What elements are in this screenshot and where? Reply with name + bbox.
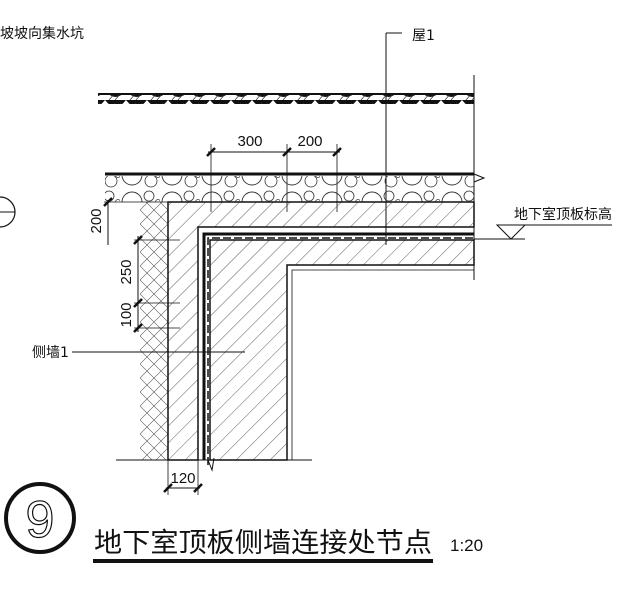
roof-label: 屋1	[412, 28, 435, 44]
dim-100: 100	[118, 302, 135, 327]
backfill-soil	[140, 202, 168, 460]
detail-title: 地下室顶板侧墙连接处节点	[94, 528, 432, 559]
slope-note: 坡坡向集水坑	[0, 25, 84, 42]
structural-concrete	[209, 239, 475, 461]
gravel-layer	[105, 172, 486, 202]
slab-elevation-label: 地下室顶板标高	[514, 206, 612, 223]
dim-300: 300	[237, 133, 262, 150]
bottom-dimension	[163, 460, 203, 495]
dim-120: 120	[170, 470, 195, 487]
elevation-marker	[474, 224, 612, 240]
detail-number: 9	[26, 491, 55, 549]
side-wall-label: 侧墙1	[32, 345, 69, 361]
left-dimension	[103, 197, 180, 333]
detail-scale: 1:20	[450, 536, 483, 555]
dim-200-left: 200	[88, 208, 105, 233]
dim-250: 250	[118, 259, 135, 284]
dim-200-top: 200	[297, 133, 322, 150]
waterproof-membrane	[202, 232, 474, 472]
detail-number-circle	[4, 482, 76, 554]
